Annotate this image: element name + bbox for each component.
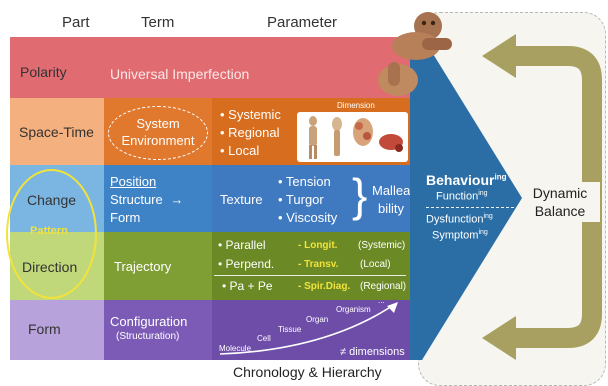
direction-divider <box>214 275 406 276</box>
term-structuration: (Structuration) <box>116 331 180 342</box>
dimension-label: Dimension <box>337 101 375 110</box>
term-structure: Structure <box>110 192 163 207</box>
function-sup: ing <box>478 190 488 197</box>
pattern-ellipse <box>6 169 97 299</box>
direction-param-cell <box>212 232 410 300</box>
mallea-line2: bility <box>378 201 405 216</box>
term-structure-row: Structure → <box>110 191 183 209</box>
dysfunction-sup: ing <box>483 213 493 220</box>
dynamic-balance-line1: Dynamic <box>532 185 588 201</box>
direction-item-parallel: • Parallel <box>218 238 266 252</box>
direction-code-longit: - Longit. <box>298 240 338 251</box>
header-part: Part <box>62 14 90 31</box>
pattern-label: Pattern <box>30 225 68 237</box>
brace-icon: } <box>352 169 368 221</box>
behaviour-dysfunction: Dysfunctioning <box>426 213 493 226</box>
change-params: • Tension • Turgor • Viscosity <box>278 173 337 227</box>
space-time-params: • Systemic • Regional • Local <box>220 106 281 160</box>
hands-figure-icon <box>378 12 452 96</box>
param-turgor: • Turgor <box>278 192 324 207</box>
param-texture: Texture <box>220 192 263 207</box>
behaviour-title-text: Behaviour <box>426 172 495 188</box>
term-environment: Environment <box>121 133 195 148</box>
not-equal-dimensions: ≠ dimensions <box>340 346 405 358</box>
hierarchy-cell: Cell <box>257 334 271 343</box>
form-term-cell <box>104 300 212 360</box>
system-environment-ellipse <box>108 106 208 160</box>
hierarchy-organism: Organism <box>336 305 371 314</box>
polarity-row <box>10 37 410 98</box>
footer-chronology-hierarchy: Chronology & Hierarchy <box>233 364 382 380</box>
behaviour-title-sup: ing <box>494 172 507 182</box>
direction-code-spir-diag: - Spir.Diag. <box>298 281 351 292</box>
change-term-cell <box>104 165 212 232</box>
hierarchy-tissue: Tissue <box>278 325 302 334</box>
direction-scope-systemic: (Systemic) <box>358 240 406 251</box>
form-param-cell <box>212 300 410 360</box>
term-position: Position <box>110 174 157 189</box>
header-parameter: Parameter <box>267 14 338 31</box>
direction-item-perpend: • Perpend. <box>218 257 275 271</box>
hierarchy-organ: Organ <box>306 315 329 324</box>
direction-item-pa-pe: • Pa + Pe <box>222 279 273 293</box>
term-system-environment: System Environment <box>108 115 208 149</box>
dynamic-balance-line2: Balance <box>534 203 586 219</box>
term-form: Form <box>110 210 141 225</box>
change-param-cell <box>212 165 410 232</box>
part-polarity: Polarity <box>20 64 67 80</box>
direction-scope-local: (Local) <box>360 259 391 270</box>
anatomy-figures-icon <box>297 112 408 162</box>
dynamic-balance-label: Dynamic Balance <box>520 182 600 222</box>
header-term: Term <box>141 14 175 31</box>
function-text: Function <box>436 190 479 203</box>
hierarchy-ellipsis: ... <box>378 296 385 305</box>
direction-code-transv: - Transv. <box>298 259 339 270</box>
malleability-label: Mallea bility <box>372 182 410 218</box>
behaviour-function: Functioning <box>436 190 488 203</box>
dysfunction-text: Dysfunction <box>426 213 484 226</box>
direction-scope-regional: (Regional) <box>360 281 407 292</box>
part-form: Form <box>28 321 61 337</box>
mallea-line1: Mallea <box>372 183 411 198</box>
behaviour-divider <box>426 207 514 208</box>
symptom-text: Symptom <box>432 229 479 242</box>
term-configuration: Configuration <box>110 314 188 329</box>
direction-term-cell <box>104 232 212 300</box>
param-regional: • Regional <box>220 125 280 140</box>
param-local: • Local <box>220 143 260 158</box>
hierarchy-molecule: Molecule <box>219 344 252 353</box>
hierarchy-curve-icon <box>219 302 398 355</box>
param-viscosity: • Viscosity <box>278 210 338 225</box>
behaviour-symptom: Symptoming <box>432 229 488 242</box>
term-system: System <box>136 116 180 131</box>
symptom-sup: ing <box>478 229 488 236</box>
param-tension: • Tension <box>278 174 331 189</box>
change-terms: Position Structure → Form <box>110 173 183 227</box>
behaviour-title: Behaviouring <box>426 172 506 188</box>
part-space-time: Space-Time <box>19 124 94 140</box>
term-trajectory: Trajectory <box>114 259 172 274</box>
term-universal-imperfection: Universal Imperfection <box>110 66 250 82</box>
param-systemic: • Systemic <box>220 107 281 122</box>
right-arrow-icon: → <box>170 192 184 207</box>
behaviour-arrow <box>410 36 522 360</box>
